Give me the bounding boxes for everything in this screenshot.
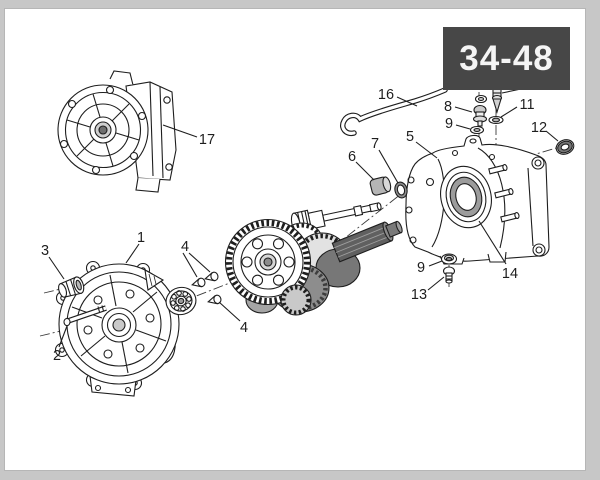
part-16-breather-hose [340,87,448,137]
page-code-badge: 34-48 [443,27,570,90]
part-8-breather-valve [472,94,488,127]
callout-leader-4 [182,252,198,278]
page-code: 34-48 [459,38,554,78]
callout-leader-16 [396,96,418,107]
part-9-washer-bottom [440,253,458,265]
callout-label-11: 11 [519,97,534,113]
callout-leader-3 [48,256,65,280]
main-gear [224,218,312,306]
part-2-stud [63,305,107,327]
callout-label-9: 9 [417,260,425,276]
callout-leader-9 [428,260,443,267]
part-12-seal-ring [555,139,575,155]
callout-label-8: 8 [444,99,452,115]
part-17-rear-cover [57,70,177,193]
callout-label-13: 13 [411,287,427,303]
callout-label-4: 4 [181,239,189,255]
callout-label-4: 4 [240,320,248,336]
callout-label-14: 14 [502,266,518,282]
callout-leader-7 [378,149,399,184]
callout-leader-8 [454,106,473,113]
part-4-screws [191,271,222,305]
callout-leader-17 [162,124,198,138]
callout-label-12: 12 [531,120,547,136]
callout-leader-4 [218,301,241,322]
callout-leader-11 [500,106,518,118]
callout-leader-13 [427,276,445,291]
callout-leader-2 [58,325,68,348]
ball-bearing [165,286,197,316]
callout-label-1: 1 [137,230,145,246]
part-5-gearbox-case [405,134,550,265]
gear-cluster [224,202,403,316]
callout-label-5: 5 [406,129,414,145]
part-13-bolt [442,266,456,284]
gusset-hatching [148,273,157,287]
callout-label-9: 9 [445,116,453,132]
part-3-plug [58,276,85,298]
callout-leader-4 [188,252,211,273]
callout-label-7: 7 [371,136,379,152]
callout-label-16: 16 [378,87,394,103]
part-4-screw [191,277,206,288]
callout-label-6: 6 [348,149,356,165]
callout-leader-6 [355,161,375,181]
callout-leader-12 [545,130,559,142]
part-7-seal [394,181,408,199]
callout-label-17: 17 [199,132,215,148]
part-11-washer [488,115,504,125]
callout-leader-14 [478,220,507,265]
callout-label-2: 2 [53,348,61,364]
part-4-screw [207,294,222,305]
part-4-screw [204,271,219,282]
part-6-cap [369,176,392,196]
callout-label-3: 3 [41,243,49,259]
callout-leader-5 [415,141,438,159]
part-9-washer-top [469,125,485,135]
output-shaft [331,220,403,263]
callout-leader-9 [455,124,471,130]
case-bore [440,165,492,229]
callout-leader-1 [125,243,140,264]
